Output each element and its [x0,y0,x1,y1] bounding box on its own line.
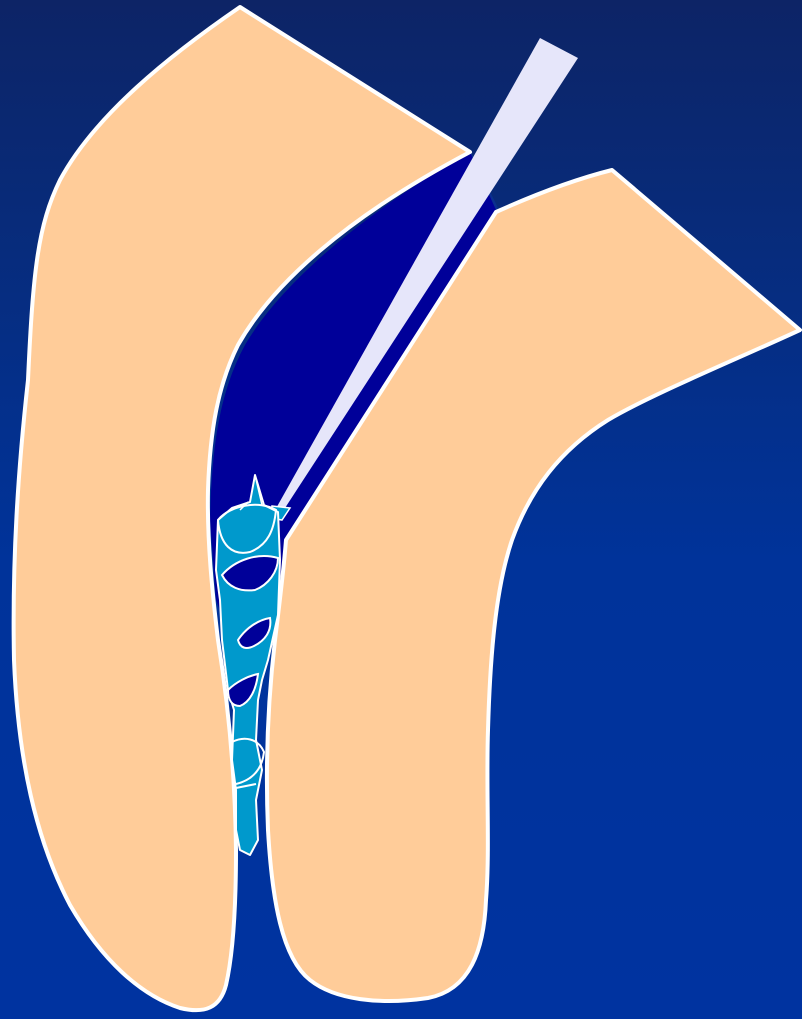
diagram-canvas [0,0,802,1019]
diagram-svg [0,0,802,1019]
